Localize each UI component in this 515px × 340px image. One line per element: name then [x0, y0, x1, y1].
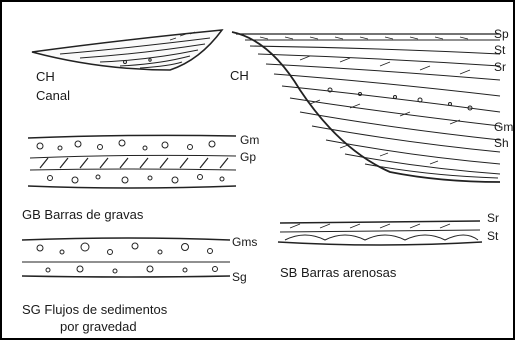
facies-label-sr: Sr	[494, 61, 506, 73]
gravel-facies-gp: Gp	[240, 151, 256, 163]
small-channel-code: CH	[36, 70, 55, 83]
sediment-flows-caption-line2: por gravedad	[60, 320, 137, 333]
gravel-bars-caption: GB Barras de gravas	[22, 208, 143, 221]
facies-label-sp: Sp	[494, 28, 509, 40]
gravel-facies-gm: Gm	[240, 134, 259, 146]
sediment-flows-caption-line1: SG Flujos de sedimentos	[22, 303, 167, 316]
gravel-bars-sketch	[28, 135, 236, 188]
facies-label-gm: Gm	[494, 121, 513, 133]
flow-facies-gms: Gms	[232, 236, 257, 248]
facies-label-sh: Sh	[494, 137, 509, 149]
flow-facies-sg: Sg	[232, 271, 247, 283]
sand-facies-sr: Sr	[487, 212, 499, 224]
sand-bars-caption: SB Barras arenosas	[280, 266, 396, 279]
facies-label-st: St	[494, 44, 505, 56]
small-channel-sketch	[32, 30, 222, 70]
large-channel-code: CH	[230, 69, 249, 82]
sand-bars-sketch	[278, 221, 482, 245]
large-channel-sketch	[232, 32, 500, 182]
sediment-flows-sketch	[22, 238, 230, 277]
sand-facies-st: St	[487, 230, 498, 242]
small-channel-caption: Canal	[36, 89, 70, 102]
